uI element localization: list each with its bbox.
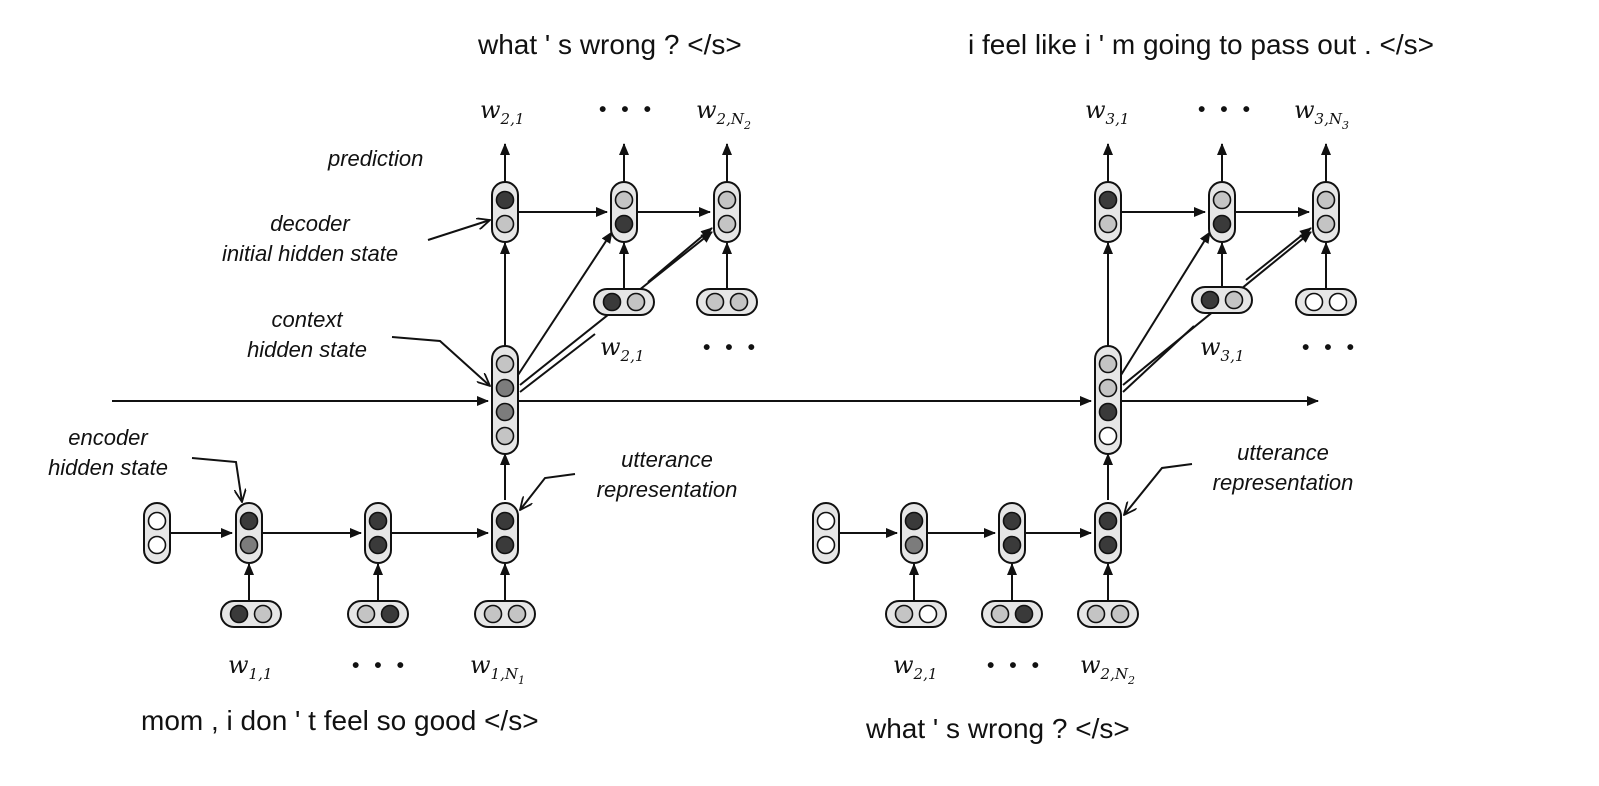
token-enc2-in1: w2,1 [893, 651, 937, 683]
dec2-node2 [1208, 181, 1236, 243]
label-decoder-line1: decoder [270, 211, 351, 236]
token-enc1-in2: · · · [350, 646, 406, 684]
context1-to-w21-line [519, 333, 596, 393]
context1-to-dec1-node2 [517, 231, 613, 376]
enc2-node2 [998, 502, 1026, 564]
enc2-node0 [812, 502, 840, 564]
token-dec2-out2: · · · [1196, 90, 1252, 128]
label-prediction: prediction [327, 146, 423, 171]
enc2-embed3 [1077, 600, 1139, 628]
token-dec2-in2: · · · [1300, 328, 1356, 366]
dec1-node3 [713, 181, 741, 243]
label-context-line2: hidden state [247, 337, 367, 362]
dec1-node1 [491, 181, 519, 243]
enc1-embed2 [347, 600, 409, 628]
enc2-node3 [1094, 502, 1122, 564]
dec2-embed2 [1295, 288, 1357, 316]
dec1-embed2 [696, 288, 758, 316]
token-dec2-out3: w3,N3 [1294, 96, 1349, 132]
pointer-decoder [427, 220, 490, 241]
sentence-bottom-left: mom , i don ' t feel so good </s> [141, 705, 539, 736]
dec2-embed-diag [1245, 227, 1312, 281]
dec1-embed1 [593, 288, 655, 316]
pointer-encoder [191, 457, 242, 502]
connection-arrows [112, 143, 1331, 601]
dec1-embed-diag [647, 227, 713, 283]
token-enc2-in2: · · · [985, 646, 1041, 684]
enc2-node1 [900, 502, 928, 564]
enc1-embed3 [474, 600, 536, 628]
dec2-embed1 [1191, 286, 1253, 314]
context2-to-dec2-node2 [1120, 231, 1211, 376]
token-dec1-out3: w2,N2 [696, 96, 751, 132]
token-enc1-in1: w1,1 [228, 651, 272, 683]
enc2-embed2 [981, 600, 1043, 628]
token-enc1-in3: w1,N1 [470, 651, 525, 687]
label-context-line1: context [272, 307, 344, 332]
enc1-node1 [235, 502, 263, 564]
pointer-utterance-right [1124, 463, 1193, 515]
label-encoder-line2: hidden state [48, 455, 168, 480]
label-encoder-line1: encoder [68, 425, 149, 450]
dec1-node2 [610, 181, 638, 243]
enc1-node3 [491, 502, 519, 564]
sentence-bottom-right: what ' s wrong ? </s> [865, 713, 1130, 744]
token-dec1-in2: · · · [701, 328, 757, 366]
label-utterance-left-line2: representation [597, 477, 738, 502]
context-node-2 [1094, 345, 1122, 455]
token-dec1-out2: · · · [597, 90, 653, 128]
label-utterance-left-line1: utterance [621, 447, 713, 472]
enc1-node2 [364, 502, 392, 564]
token-dec1-out1: w2,1 [480, 96, 524, 128]
dec2-node3 [1312, 181, 1340, 243]
token-dec2-out1: w3,1 [1085, 96, 1129, 128]
sentence-top-right: i feel like i ' m going to pass out . </… [968, 29, 1434, 60]
label-utterance-right-line1: utterance [1237, 440, 1329, 465]
context2-to-w31-line [1122, 325, 1195, 393]
pointer-context [391, 336, 490, 386]
rnn-nodes [143, 181, 1357, 628]
token-enc2-in3: w2,N2 [1080, 651, 1135, 687]
label-utterance-right-line2: representation [1213, 470, 1354, 495]
context-node-1 [491, 345, 519, 455]
label-decoder-line2: initial hidden state [222, 241, 398, 266]
token-dec2-in1: w3,1 [1200, 333, 1244, 365]
enc1-node0 [143, 502, 171, 564]
pointer-utterance-left [520, 473, 576, 510]
dec2-node1 [1094, 181, 1122, 243]
enc1-embed1 [220, 600, 282, 628]
token-dec1-in1: w2,1 [600, 333, 644, 365]
sentence-top-left: what ' s wrong ? </s> [477, 29, 742, 60]
enc2-embed1 [885, 600, 947, 628]
